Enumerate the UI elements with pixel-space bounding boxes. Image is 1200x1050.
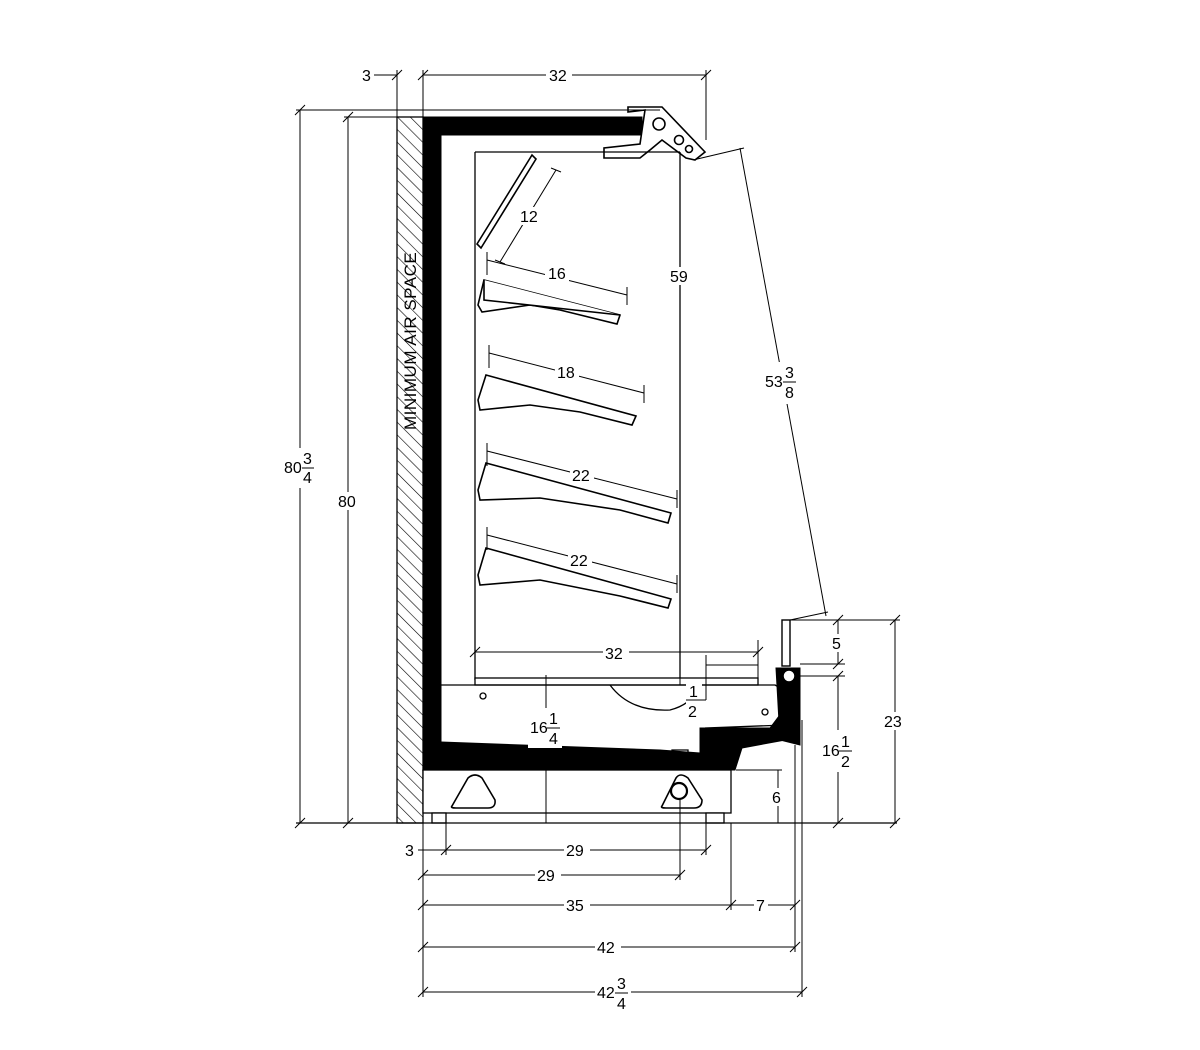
dim-deck-half-den: 2 <box>688 704 697 721</box>
dim-bottom-7: 7 <box>756 898 765 915</box>
dim-curtain-whole: 53 <box>765 374 783 391</box>
dim-shelf-3: 22 <box>572 468 590 485</box>
dim-shelf-2: 18 <box>557 365 575 382</box>
dim-interior-height: 59 <box>670 269 688 286</box>
dim-bottom-29a: 29 <box>566 843 584 860</box>
dim-curtain-num: 3 <box>785 365 794 382</box>
dim-bottom-35: 35 <box>566 898 584 915</box>
dim-overall-height-den: 4 <box>303 470 312 487</box>
dim-base-height-den: 4 <box>549 731 558 748</box>
dim-bottom-42-num: 3 <box>617 976 626 993</box>
dim-bottom-42-den: 4 <box>617 996 626 1013</box>
dim-top-depth: 32 <box>549 68 567 85</box>
dim-bottom-3: 3 <box>405 843 414 860</box>
dim-front-16-num: 1 <box>841 734 850 751</box>
dim-curtain-den: 8 <box>785 385 794 402</box>
dim-bottom-29b: 29 <box>537 868 555 885</box>
dim-top-gap: 3 <box>362 68 371 85</box>
dim-overall-height-num: 3 <box>303 451 312 468</box>
dim-base-height-whole: 16 <box>530 720 548 737</box>
dimension-lines <box>294 69 901 998</box>
shelves <box>475 153 673 609</box>
dimension-labels: 3 32 80 3 4 80 12 16 18 22 22 59 32 1 2 … <box>282 66 906 1013</box>
case-body <box>422 106 801 771</box>
dim-shelf-top: 12 <box>520 209 538 226</box>
dim-front-16-whole: 16 <box>822 743 840 760</box>
dim-shelf-4: 22 <box>570 553 588 570</box>
dim-front-5: 5 <box>832 636 841 653</box>
wall <box>396 116 424 824</box>
dim-bottom-42-whole: 42 <box>597 985 615 1002</box>
dim-front-16-den: 2 <box>841 754 850 771</box>
dim-leg-6: 6 <box>772 790 781 807</box>
dim-front-23: 23 <box>884 714 902 731</box>
interior-outline <box>441 151 786 729</box>
dim-bottom-42: 42 <box>597 940 615 957</box>
dim-deck-depth: 32 <box>605 646 623 663</box>
wall-label: MINIMUM AIR SPACE <box>401 252 420 430</box>
dim-deck-half-num: 1 <box>689 684 698 701</box>
dim-base-height-num: 1 <box>549 711 558 728</box>
dim-case-height: 80 <box>338 494 356 511</box>
dim-overall-height-whole: 80 <box>284 460 302 477</box>
dim-shelf-1: 16 <box>548 266 566 283</box>
